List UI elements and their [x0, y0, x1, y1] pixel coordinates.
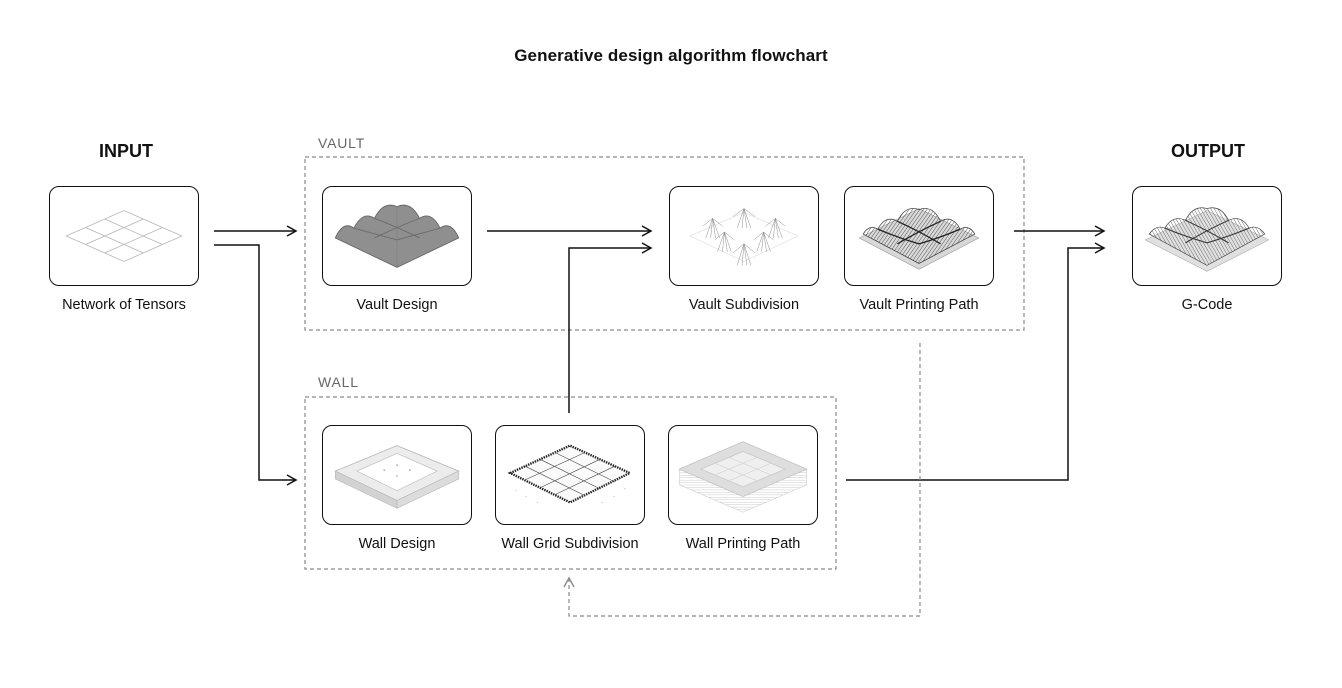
vault-subdivision-caption: Vault Subdivision: [688, 297, 800, 313]
vault-printing-path-caption: Vault Printing Path: [859, 297, 979, 313]
wall-design-card: [322, 425, 472, 525]
input-heading: INPUT: [99, 141, 153, 161]
wall-printing-path-caption: Wall Printing Path: [685, 536, 801, 552]
gcode-caption: G-Code: [1181, 297, 1233, 313]
wall-group-box: [304, 396, 837, 570]
vault-surface-icon: [334, 204, 460, 268]
wall-grid-subdivision-card: [495, 425, 645, 525]
gcode-model-icon: [1144, 207, 1270, 272]
wall-printing-path-card: [668, 425, 818, 525]
wall-design-caption: Wall Design: [358, 536, 436, 552]
tensor-grid-icon: [65, 210, 183, 262]
network-caption: Network of Tensors: [62, 297, 186, 313]
vault-group-box: [304, 156, 1025, 331]
vault-printing-path-card: [844, 186, 994, 286]
wall-print-path-icon: [678, 441, 808, 513]
arrow-wall-path-to-output: [846, 242, 1106, 481]
vault-design-card: [322, 186, 472, 286]
vault-subdivision-icon: [689, 208, 799, 266]
wall-group-label: WALL: [318, 374, 359, 390]
vault-print-path-icon: [858, 208, 980, 270]
vault-design-caption: Vault Design: [356, 297, 438, 313]
dashed-feedback-arrow: [563, 343, 921, 617]
wall-grid-subdivision-caption: Wall Grid Subdivision: [501, 536, 639, 552]
vault-group-label: VAULT: [318, 135, 366, 151]
page-title: Generative design algorithm flowchart: [514, 46, 828, 65]
network-card: [49, 186, 199, 286]
output-heading: OUTPUT: [1171, 141, 1245, 161]
vault-subdivision-card: [669, 186, 819, 286]
arrow-input-to-wall: [214, 244, 298, 486]
arrow-wall-grid-to-vault-subdivision: [568, 242, 653, 413]
wall-design-icon: [334, 445, 460, 509]
wall-grid-icon: [507, 444, 633, 504]
gcode-card: [1132, 186, 1282, 286]
